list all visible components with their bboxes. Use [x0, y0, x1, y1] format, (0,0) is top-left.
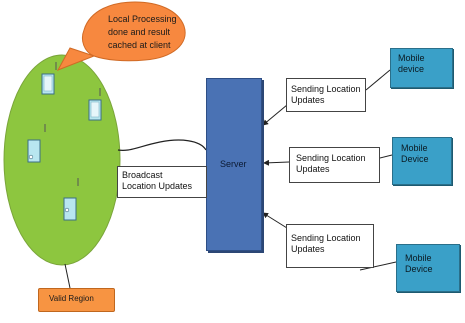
update-arrow — [262, 212, 288, 229]
note-line: cached at client — [108, 40, 171, 50]
client-device-icon — [27, 124, 46, 163]
client-device-icon — [88, 88, 102, 121]
mobile-line: Mobile — [405, 253, 432, 263]
broadcast-line: Location Updates — [122, 181, 193, 191]
update-line: Updates — [291, 95, 325, 105]
mobile-link — [365, 69, 391, 91]
update-line: Sending Location — [291, 233, 361, 243]
note-text: Local Processing done and result cached … — [108, 13, 188, 52]
note-bubble — [56, 1, 186, 71]
mobile-link — [359, 261, 397, 271]
mobile-line: Device — [405, 264, 433, 274]
valid-region-label: Valid Region — [38, 288, 115, 312]
update-box: Sending Location Updates — [286, 78, 366, 112]
valid-region-ellipse — [3, 54, 121, 266]
server-label: Server — [220, 159, 247, 169]
update-line: Updates — [291, 244, 325, 254]
update-line: Sending Location — [296, 153, 366, 163]
update-box: Sending Location Updates — [289, 147, 380, 183]
client-device-icon — [41, 62, 57, 95]
note-line: done and result — [108, 27, 171, 37]
server-box: Server — [206, 78, 262, 251]
update-box: Sending Location Updates — [286, 224, 374, 268]
mobile-line: Mobile — [398, 53, 425, 63]
update-line: Updates — [296, 164, 330, 174]
update-arrow — [262, 104, 288, 126]
update-arrow — [263, 159, 290, 166]
mobile-line: device — [398, 64, 425, 74]
note-line: Local Processing — [108, 14, 177, 24]
broadcast-link — [117, 139, 207, 151]
client-device-icon — [63, 178, 79, 221]
mobile-device-box: Mobile device — [390, 48, 453, 88]
mobile-link — [379, 154, 393, 159]
update-line: Sending Location — [291, 84, 361, 94]
broadcast-box: Broadcast Location Updates — [117, 166, 207, 198]
valid-region-pointer — [64, 263, 71, 289]
mobile-line: Device — [401, 154, 429, 164]
mobile-device-box: Mobile Device — [392, 137, 452, 185]
broadcast-line: Broadcast — [122, 170, 163, 180]
mobile-line: Mobile — [401, 143, 428, 153]
mobile-device-box: Mobile Device — [396, 244, 460, 292]
